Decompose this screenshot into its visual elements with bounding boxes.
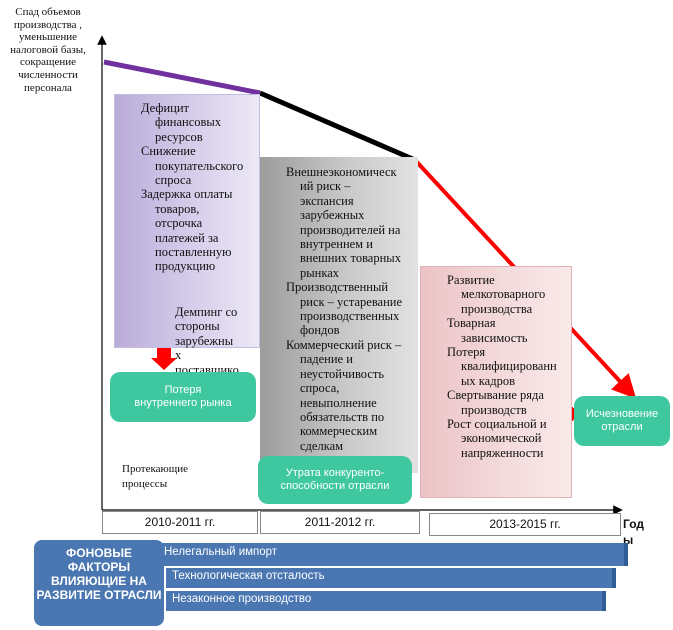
factors-box-2010: Дефицит финансовых ресурсов Снижение пок… [114, 94, 260, 391]
factor-item: Дефицит финансовых ресурсов [141, 101, 222, 144]
factor-item: Производственный риск – устаревание прои… [286, 280, 403, 338]
outcome-disappearance: Исчезновение отрасли [574, 396, 670, 446]
processes-label: Протекающие процессы [122, 463, 189, 490]
factor-item: Снижение покупательского спроса [141, 144, 244, 188]
factor-item: Товарная зависимость [447, 316, 528, 345]
band-illegal-import: Нелегальный импорт [158, 543, 628, 566]
band-technological-lag: Технологическая отсталость [166, 568, 616, 588]
outcome-loss-of-competitiveness: Утрата конкуренто- способности отрасли [258, 456, 412, 504]
factors-box-2011: Внешнеэкономическ ий риск – экспансия за… [260, 157, 418, 473]
period-2010-2011: 2010-2011 гг. [102, 511, 258, 534]
factor-item: Коммерческий риск – падение и неустойчив… [286, 337, 402, 453]
trend-segment-2010 [103, 59, 261, 96]
factors-box-2013: Развитие мелкотоварного производства Тов… [420, 266, 572, 498]
factor-item: Задержка оплаты товаров, отсрочка платеж… [141, 187, 233, 274]
period-2011-2012: 2011-2012 гг. [260, 511, 420, 534]
factor-item: Внешнеэкономическ ий риск – экспансия за… [286, 165, 401, 280]
factor-item: Потеря квалифицированн ых кадров [447, 345, 557, 388]
factor-item: Рост социальной и экономической напряжен… [447, 417, 547, 460]
background-factors-title: ФОНОВЫЕ ФАКТОРЫ ВЛИЯЮЩИЕ НА РАЗВИТИЕ ОТР… [34, 540, 164, 626]
y-axis-label: Спад объемов производства , уменьшение н… [10, 6, 86, 94]
factor-item: Свертывание ряда производств [447, 388, 544, 417]
down-arrow-1 [151, 348, 177, 370]
band-illegal-production: Незаконное производство [166, 591, 606, 611]
outcome-loss-of-market: Потеря внутреннего рынка [110, 372, 256, 422]
x-axis-label: Год ы [623, 517, 644, 547]
trend-segment-2011 [259, 90, 416, 163]
factor-item: Развитие мелкотоварного производства [447, 273, 546, 316]
period-2013-2015: 2013-2015 гг. [429, 513, 621, 536]
